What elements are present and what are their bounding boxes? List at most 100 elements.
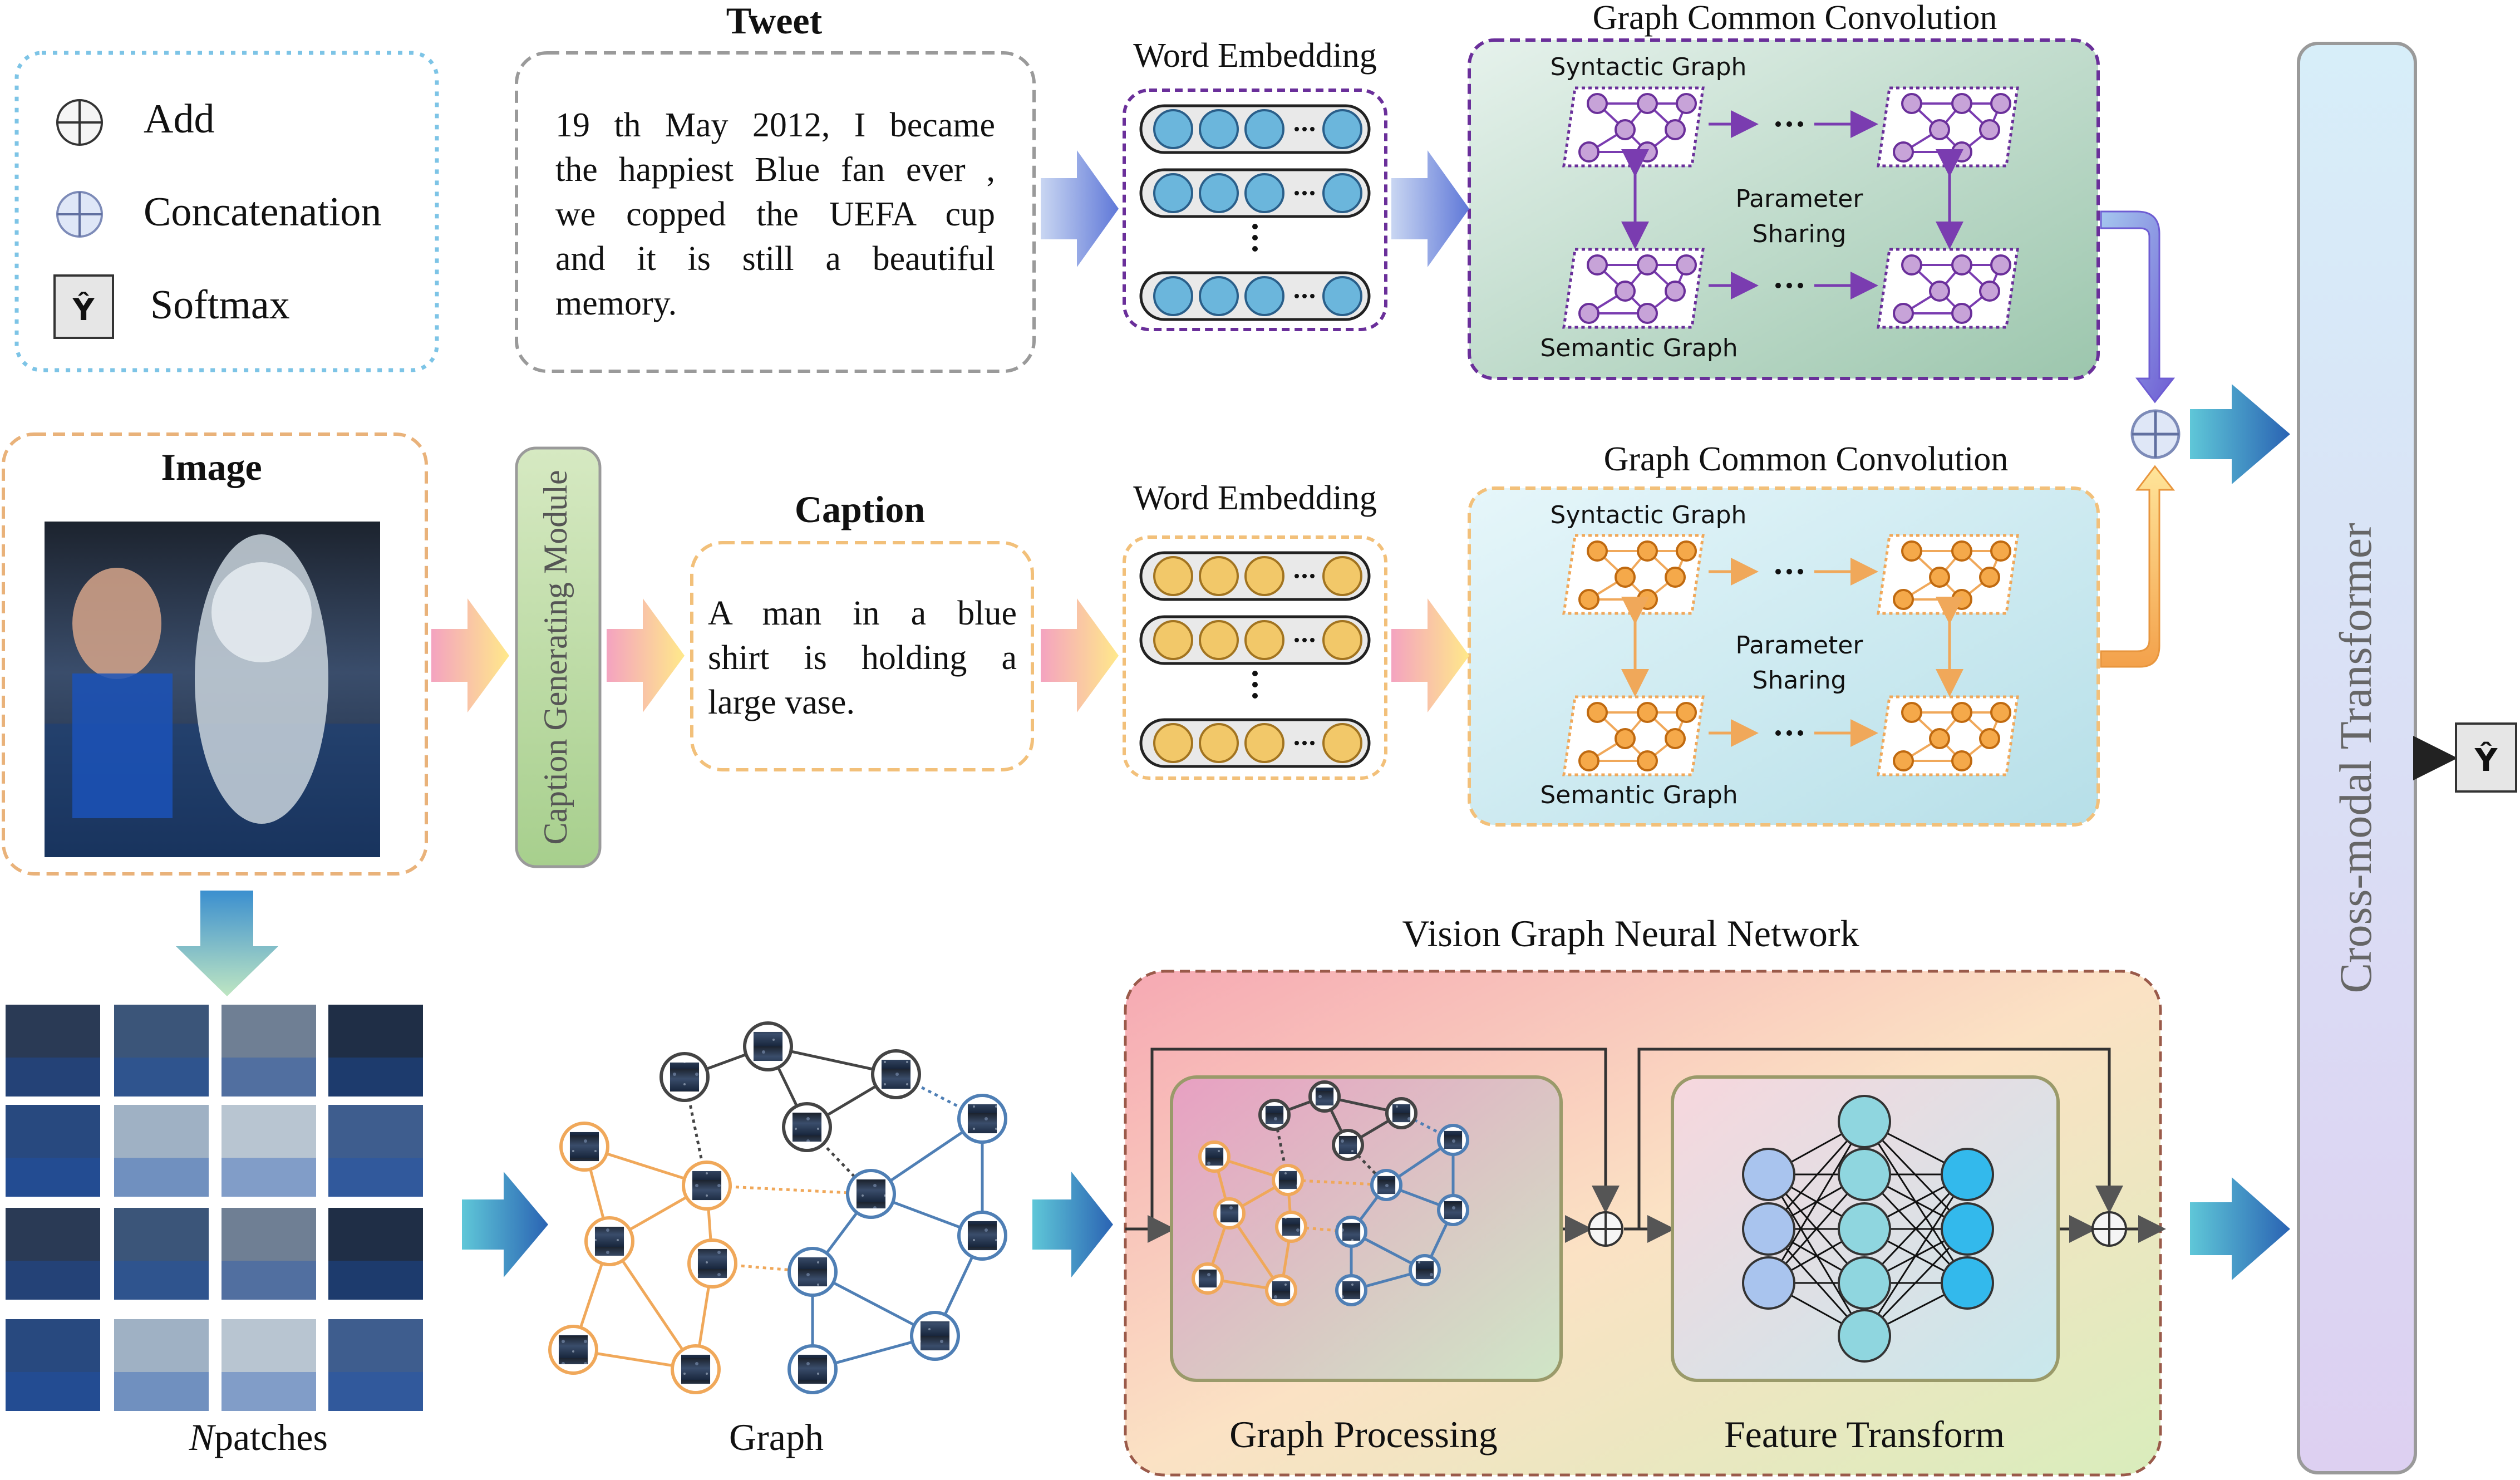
graph-node xyxy=(1615,281,1636,302)
embedding-node xyxy=(1322,276,1362,316)
patch-overlay xyxy=(222,1372,316,1411)
graph-node xyxy=(1929,119,1950,140)
graph-node xyxy=(1665,567,1686,588)
legend-softmax-label: Softmax xyxy=(150,282,290,328)
graph-edge xyxy=(1287,1178,1387,1187)
image-patch xyxy=(6,1105,100,1197)
patch-thumbnail xyxy=(670,1062,700,1092)
ellipsis-dot xyxy=(1310,127,1315,131)
nn-hidden-node xyxy=(1838,1095,1891,1148)
patch-thumbnail xyxy=(1272,1281,1291,1300)
concatenation-symbol-icon xyxy=(56,191,103,238)
image-patch xyxy=(328,1005,423,1097)
graph-node xyxy=(1893,589,1914,610)
legend-concatenation-label: Concatenation xyxy=(144,189,381,235)
gcc-mid-syntactic-label: Syntactic Graph xyxy=(1551,501,1747,529)
patch-thumbnail xyxy=(753,1031,783,1061)
ellipsis-dot xyxy=(1775,730,1781,736)
graph-node xyxy=(1587,254,1608,276)
graph-node xyxy=(1578,750,1599,771)
image-panel: Image xyxy=(2,432,428,876)
graph-common-convolution-mid: Graph Common Convolution Syntactic Graph… xyxy=(1468,440,2100,827)
image-patch xyxy=(114,1208,209,1300)
graph-node xyxy=(1990,540,2011,562)
softmax-symbol-icon: Ŷ xyxy=(53,274,114,339)
graph-node xyxy=(1578,141,1599,163)
graph-node xyxy=(1901,540,1922,562)
patch-overlay xyxy=(6,1372,100,1411)
image-patch xyxy=(222,1005,316,1097)
ellipsis-dot xyxy=(1310,191,1315,195)
arrow-graph-to-vgnn xyxy=(1032,1172,1113,1277)
graph-node xyxy=(1951,540,1972,562)
vgnn-title: Vision Graph Neural Network xyxy=(1402,912,1859,955)
patch-thumbnail xyxy=(1342,1281,1361,1300)
embedding-node xyxy=(1322,723,1362,763)
patch-thumbnail xyxy=(1444,1201,1463,1220)
graph-node xyxy=(1676,702,1697,723)
tweet-line: 19 th May 2012, I became xyxy=(555,106,995,144)
ellipsis-dot xyxy=(1310,574,1315,578)
nn-output-node xyxy=(1941,1202,1994,1256)
graph-edge xyxy=(706,1184,872,1196)
graph-node xyxy=(1951,141,1972,163)
graph-node xyxy=(1665,728,1686,749)
gcc-top-syntactic-label: Syntactic Graph xyxy=(1551,53,1747,81)
patch-overlay xyxy=(114,1058,209,1097)
caption-title: Caption xyxy=(795,488,925,530)
patch-thumbnail xyxy=(594,1226,624,1256)
embedding-node xyxy=(1153,723,1193,763)
embedding-node xyxy=(1199,556,1239,596)
graph-node xyxy=(1637,702,1658,723)
image-patch xyxy=(114,1105,209,1197)
graph-node xyxy=(1893,303,1914,324)
graph-node xyxy=(1951,303,1972,324)
graph-node xyxy=(1637,750,1658,771)
graph-node xyxy=(1637,93,1658,114)
image-patch xyxy=(328,1319,423,1411)
word-embedding-mid-label: Word Embedding xyxy=(1133,479,1377,517)
graph-node xyxy=(1676,540,1697,562)
patch-overlay xyxy=(6,1261,100,1300)
embedding-node xyxy=(1322,173,1362,213)
graph-node xyxy=(1665,281,1686,302)
ellipsis-dot xyxy=(1302,638,1307,642)
graph-node xyxy=(1979,281,2000,302)
graph-node xyxy=(1990,254,2011,276)
ellipsis-dot xyxy=(1310,294,1315,298)
ellipsis-dot xyxy=(1252,671,1258,676)
nn-hidden-node xyxy=(1838,1256,1891,1310)
tweet-line: and it is still a beautiful xyxy=(555,240,995,278)
graph-node xyxy=(1665,119,1686,140)
patch-thumbnail xyxy=(1205,1147,1224,1166)
legend-add-label: Add xyxy=(144,96,214,142)
image-patch xyxy=(222,1319,316,1411)
ellipsis-dot xyxy=(1798,121,1803,127)
transformer-label: Cross-modal Transformer xyxy=(2330,523,2381,993)
nn-edge xyxy=(1768,1121,1866,1284)
patch-overlay xyxy=(114,1158,209,1197)
graph-node xyxy=(1901,254,1922,276)
patch-thumbnail xyxy=(569,1132,599,1162)
graph-node xyxy=(1951,93,1972,114)
gcc-mid-semantic-label: Semantic Graph xyxy=(1540,781,1738,809)
graph-node xyxy=(1615,567,1636,588)
ellipsis-dot xyxy=(1302,574,1307,578)
ellipsis-dot xyxy=(1786,121,1792,127)
patch-thumbnail xyxy=(1278,1171,1297,1189)
ellipsis-dot xyxy=(1295,741,1299,745)
embedding-node xyxy=(1153,620,1193,660)
gcc-top-semantic-label: Semantic Graph xyxy=(1540,334,1738,362)
word-embedding-top: Word Embedding xyxy=(1123,37,1387,331)
bend-arrow-mid xyxy=(2100,465,2176,668)
nn-hidden-node xyxy=(1838,1202,1891,1256)
patch-thumbnail xyxy=(920,1321,950,1351)
embedding-node xyxy=(1244,173,1284,213)
caption-line: large vase. xyxy=(708,684,855,721)
graph-node xyxy=(1676,93,1697,114)
image-patch xyxy=(222,1105,316,1197)
nn-output-node xyxy=(1941,1148,1994,1201)
graph-node xyxy=(1637,254,1658,276)
patch-thumbnail xyxy=(681,1354,711,1384)
graph-node xyxy=(1676,254,1697,276)
